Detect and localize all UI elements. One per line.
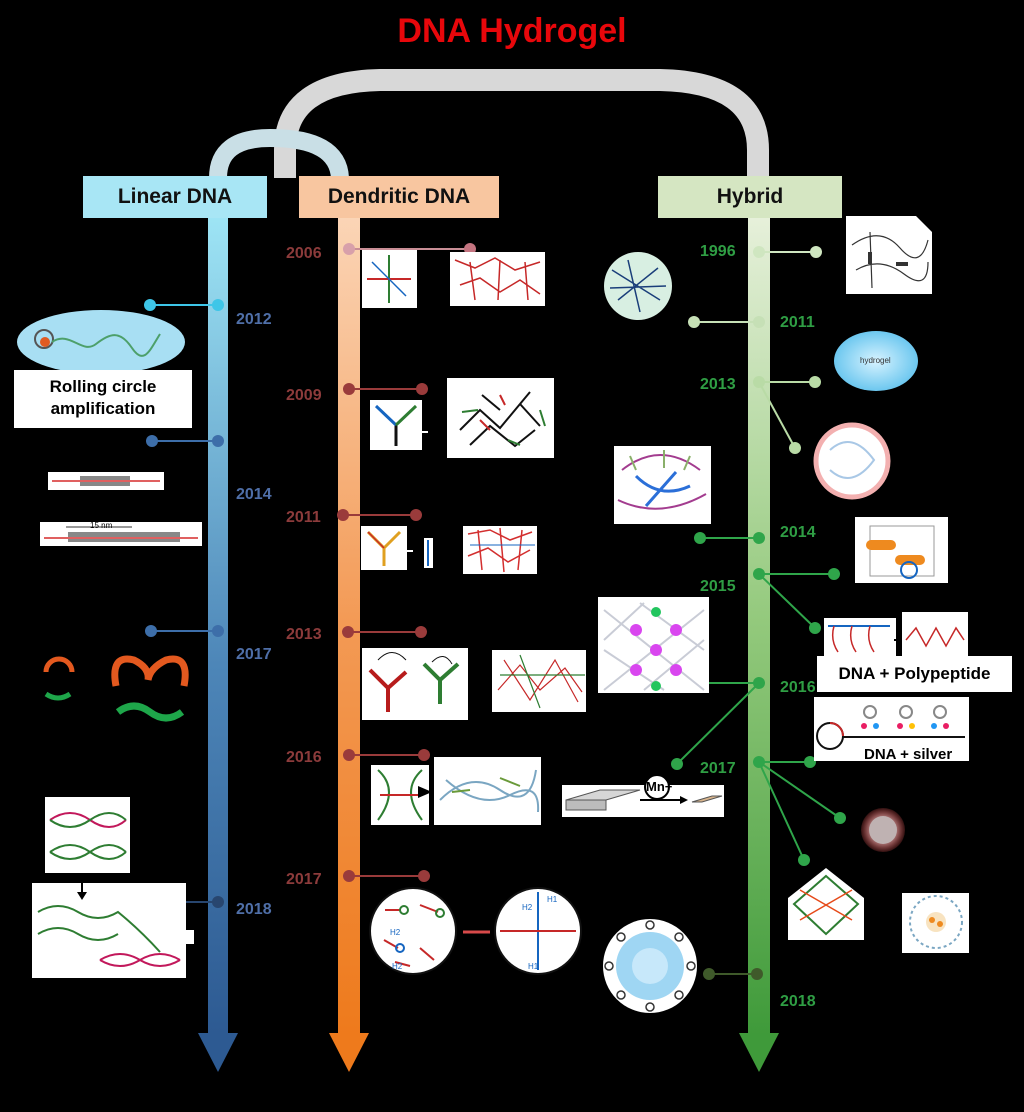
dendritic-header-box bbox=[299, 176, 499, 218]
hybrid-2016-slab bbox=[562, 774, 724, 817]
dendrimer-label-2: H1 bbox=[547, 895, 558, 904]
dendritic-2016-monomer bbox=[371, 765, 432, 825]
dendritic-2009-network bbox=[447, 378, 554, 458]
hybrid-year-2013: 2013 bbox=[700, 376, 736, 393]
hybrid-2017-micelle bbox=[902, 893, 969, 953]
hybrid-1996-network bbox=[846, 216, 932, 294]
dendritic-year-2013: 2013 bbox=[286, 626, 322, 643]
dendrimer-label-4: H1 bbox=[528, 962, 539, 971]
polypeptide-label: DNA + Polypeptide bbox=[838, 664, 991, 683]
scale-bar-label: 15 nm bbox=[90, 521, 113, 530]
polypeptide-label-box bbox=[817, 656, 1012, 692]
top-arc-small bbox=[209, 128, 349, 180]
dendritic-2013-network bbox=[492, 650, 586, 712]
dna-strand-short bbox=[48, 472, 164, 490]
dna-helix-panel-top bbox=[45, 797, 130, 873]
linear-arrowhead bbox=[198, 1033, 238, 1072]
dendritic-2011-monomer bbox=[361, 526, 433, 570]
dendritic-year-2009: 2009 bbox=[286, 387, 322, 404]
dendritic-2017-circle-left bbox=[369, 887, 457, 975]
linear-year-2014: 2014 bbox=[236, 486, 272, 503]
hybrid-2011-network bbox=[614, 446, 711, 524]
dendritic-dna-header: Dendritic DNA bbox=[327, 185, 471, 208]
dendrimer-label-3: H2 bbox=[522, 903, 533, 912]
hybrid-year-2016: 2016 bbox=[780, 679, 816, 696]
silver-label: DNA + silver bbox=[864, 746, 953, 762]
dendritic-2016-network bbox=[434, 757, 541, 825]
hydrogel-label: hydrogel bbox=[860, 356, 891, 365]
hybrid-2017-diamond bbox=[788, 868, 864, 940]
metal-ion-label: Mn+ bbox=[646, 779, 673, 794]
dendritic-year-2011: 2011 bbox=[286, 509, 321, 526]
hybrid-year-2015: 2015 bbox=[700, 578, 736, 595]
dendritic-2017-circle-right bbox=[494, 887, 582, 975]
hybrid-2014-cube bbox=[855, 517, 948, 583]
dna-motifs bbox=[43, 655, 189, 722]
dendritic-arrowhead bbox=[329, 1033, 369, 1072]
linear-year-2017: 2017 bbox=[236, 646, 272, 663]
dendritic-year-2017: 2017 bbox=[286, 871, 322, 888]
hybrid-year-2018: 2018 bbox=[780, 993, 816, 1010]
dna-strand-long bbox=[40, 522, 202, 546]
rca-label: Rolling circle amplification bbox=[14, 376, 192, 420]
dendritic-2009-monomer bbox=[370, 400, 428, 450]
hybrid-2013-glow-ellipse bbox=[834, 331, 918, 391]
hybrid-2017-red-sphere bbox=[861, 808, 905, 852]
hybrid-year-1996: 1996 bbox=[700, 243, 736, 260]
dendritic-2006-monomer bbox=[362, 250, 417, 308]
hybrid-header-box bbox=[658, 176, 842, 218]
dna-helix-panel-bottom bbox=[32, 876, 194, 978]
linear-dna-header: Linear DNA bbox=[117, 185, 233, 208]
hybrid-year-2017: 2017 bbox=[700, 760, 736, 777]
hybrid-2015-polypeptide-panel bbox=[824, 612, 968, 658]
dendrimer-label-1: H2 bbox=[390, 928, 401, 937]
dendritic-connectors bbox=[337, 243, 476, 882]
linear-header-box bbox=[83, 176, 267, 218]
hybrid-year-2014: 2014 bbox=[780, 524, 816, 541]
dendritic-2011-network bbox=[463, 526, 537, 574]
page-title: DNA Hydrogel bbox=[397, 12, 627, 50]
dendritic-2013-monomers bbox=[362, 648, 468, 720]
linear-year-2012: 2012 bbox=[236, 311, 272, 328]
dendritic-year-2016: 2016 bbox=[286, 749, 322, 766]
rca-illustration bbox=[17, 310, 185, 374]
dendritic-year-2006: 2006 bbox=[286, 245, 322, 262]
dendritic-2006-network bbox=[450, 252, 545, 306]
top-arc-big bbox=[274, 69, 769, 178]
hybrid-2015-lattice bbox=[598, 597, 709, 693]
hybrid-header: Hybrid bbox=[716, 185, 784, 208]
linear-year-2018: 2018 bbox=[236, 901, 272, 918]
linear-arrow-shaft bbox=[208, 210, 228, 1035]
dendrimer-label-5: H2 bbox=[392, 962, 403, 971]
hybrid-2013-circle bbox=[813, 422, 891, 500]
hybrid-1996-circle bbox=[604, 252, 672, 320]
hybrid-2018-nanoparticle bbox=[603, 919, 697, 1013]
hybrid-year-2011: 2011 bbox=[780, 314, 815, 331]
dendritic-arrow-shaft bbox=[338, 210, 360, 1035]
hybrid-arrowhead bbox=[739, 1033, 779, 1072]
hybrid-2016-silver-panel bbox=[814, 697, 969, 761]
hybrid-arrow-shaft bbox=[748, 210, 770, 1035]
